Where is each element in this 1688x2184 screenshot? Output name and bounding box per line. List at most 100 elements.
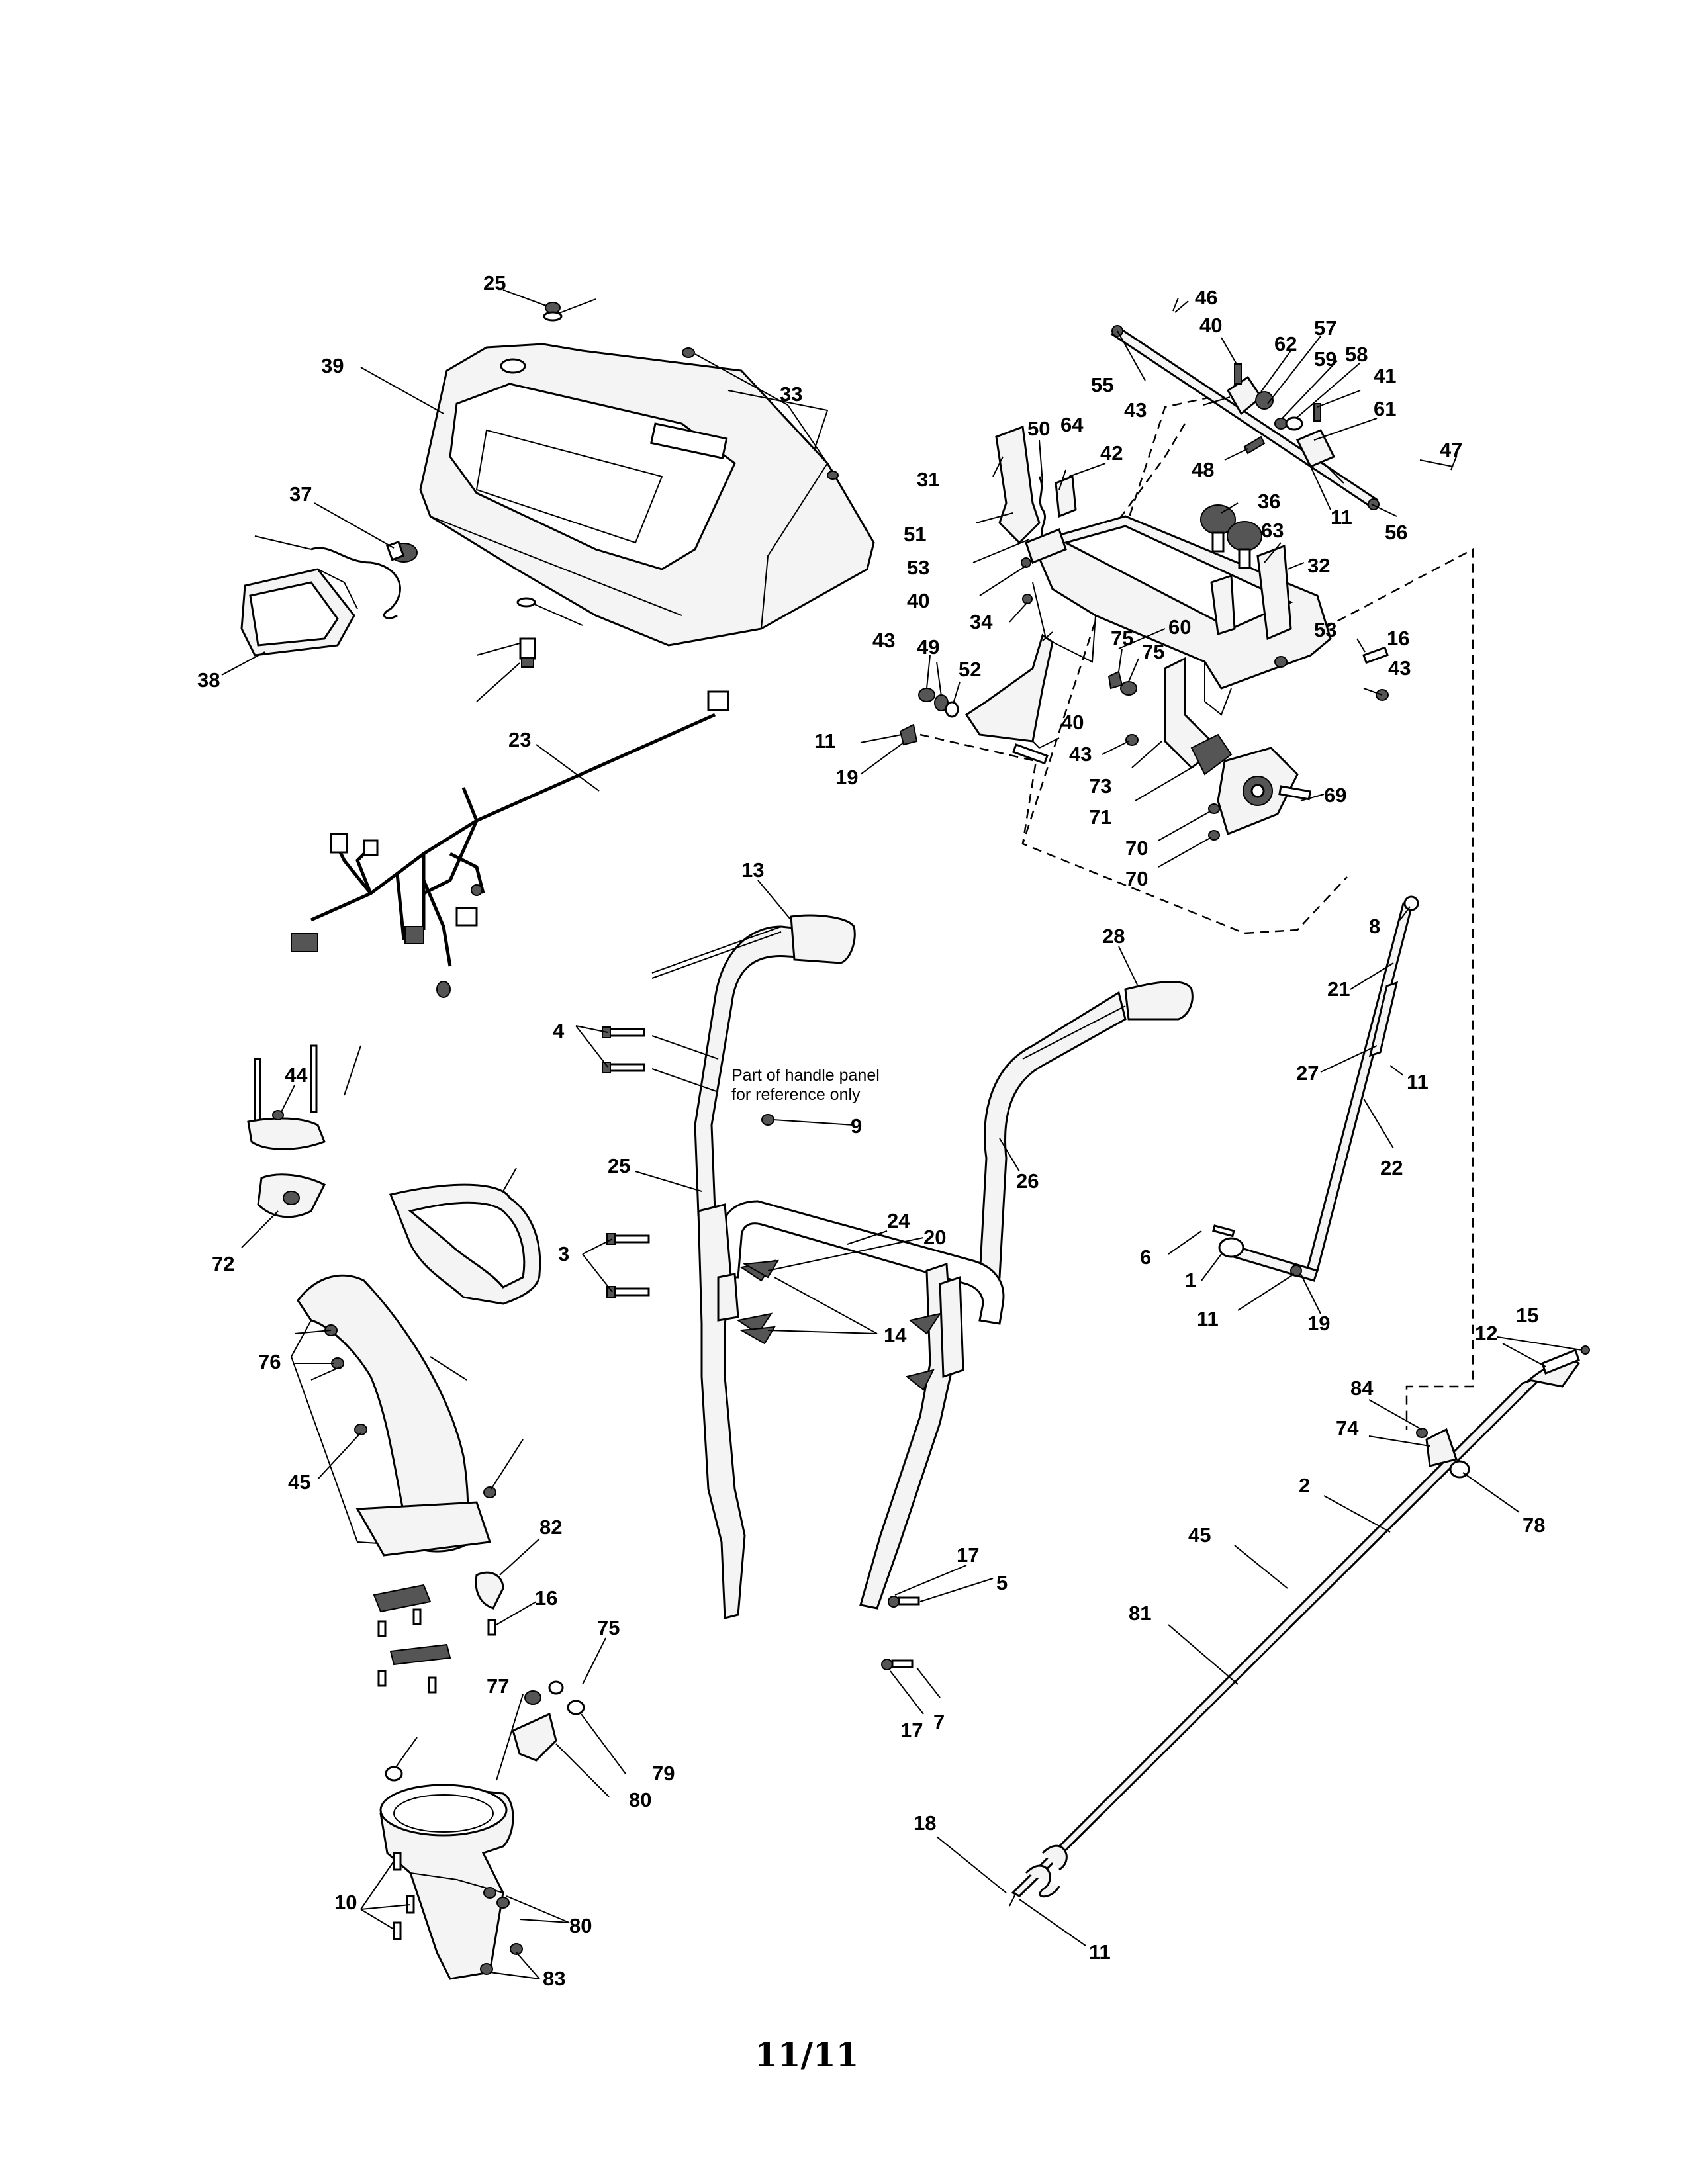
callout-1: 1 <box>1185 1269 1196 1292</box>
callout-24: 24 <box>887 1209 910 1232</box>
callout-56: 60 <box>1168 615 1191 639</box>
callout-64: 72 <box>212 1252 234 1275</box>
callout-45: 47 <box>1440 438 1462 461</box>
callout-55: 59 <box>1314 347 1336 371</box>
chute-base-part-69 <box>379 1680 585 1980</box>
callout-16: 16 <box>1387 627 1409 650</box>
callout-72: 80 <box>569 1914 592 1937</box>
callout-66: 75 <box>597 1616 620 1639</box>
callout-46: 48 <box>1192 458 1214 481</box>
callout-70: 78 <box>1523 1514 1545 1537</box>
callout-12: 12 <box>1475 1322 1497 1345</box>
callout-37: 39 <box>321 354 344 377</box>
callout-29: 31 <box>917 468 939 491</box>
callout-20: 20 <box>923 1226 946 1249</box>
callout-10: 10 <box>334 1891 357 1914</box>
callout-53: 56 <box>1385 521 1407 544</box>
callout-40: 40 <box>1199 314 1222 337</box>
callout-54: 58 <box>1345 343 1368 366</box>
callout-61: 69 <box>1324 784 1346 807</box>
callout-40: 41 <box>1374 364 1396 387</box>
callout-71: 80 <box>629 1788 651 1811</box>
callout-17: 17 <box>900 1719 923 1742</box>
callout-labels: 25 39 33 37 38 23 46 40 62 57 59 58 41 6… <box>197 271 1545 1990</box>
callout-21: 21 <box>1327 978 1350 1001</box>
callout-63: 70 <box>1125 837 1148 860</box>
callout-6: 6 <box>1140 1246 1151 1269</box>
callout-30: 32 <box>1307 554 1330 577</box>
shift-bracket-part-56 <box>899 633 1054 765</box>
callout-60: 64 <box>1060 413 1084 436</box>
callout-45: 46 <box>1195 286 1217 309</box>
handle-bolts-3-4 <box>602 1026 779 1345</box>
callout-34: 36 <box>1258 490 1280 513</box>
wiring-harness-part-23 <box>291 690 729 998</box>
callout-58: 62 <box>1274 332 1297 355</box>
leader-lines <box>221 289 1583 1979</box>
callout-68: 76 <box>258 1350 281 1373</box>
callout-33: 25 <box>483 271 506 295</box>
knobs-part-34 <box>1200 504 1262 569</box>
callout-64: 71 <box>1089 805 1111 829</box>
callout-40: 42 <box>1100 441 1123 465</box>
handle-bolts-5-7-17 <box>881 1596 920 1670</box>
index-plate-parts-64-65 <box>1107 657 1312 841</box>
callout-39: 40 <box>1061 711 1084 734</box>
callout-7: 7 <box>933 1710 945 1733</box>
callout-27: 27 <box>1296 1062 1319 1085</box>
callout-18: 18 <box>914 1811 936 1835</box>
callout-32: 34 <box>970 610 993 633</box>
callout-9: 9 <box>851 1115 862 1138</box>
callout-31: 33 <box>780 383 802 406</box>
callout-8: 8 <box>1369 915 1380 938</box>
callout-25: 25 <box>608 1154 630 1177</box>
chute-deflector-part-77 <box>389 1183 541 1305</box>
small-hardware-hood <box>516 302 839 668</box>
chute-part-76 <box>290 1274 496 1557</box>
callout-36: 38 <box>197 668 220 692</box>
callout-73: 81 <box>1129 1602 1151 1625</box>
upper-handle-right-part-26 <box>978 981 1194 1279</box>
callout-16: 16 <box>535 1586 557 1610</box>
callout-11: 11 <box>1197 1307 1219 1330</box>
callout-3: 3 <box>558 1242 569 1265</box>
callout-5: 5 <box>996 1571 1008 1594</box>
callout-74: 82 <box>539 1516 562 1539</box>
control-rod-part-53 <box>1110 297 1457 510</box>
callout-23: 23 <box>508 728 531 751</box>
callout-68: 75 <box>1111 627 1133 650</box>
callout-57: 61 <box>1374 397 1396 420</box>
callout-52: 53 <box>907 556 929 579</box>
callout-54: 57 <box>1314 316 1336 340</box>
callout-15: 15 <box>1516 1304 1538 1327</box>
headlight-part-36 <box>240 568 358 657</box>
callout-14: 14 <box>884 1324 907 1347</box>
callout-43: 45 <box>288 1471 310 1494</box>
shift-lever-part-29 <box>995 425 1077 604</box>
callout-38: 40 <box>907 589 929 612</box>
auger-rod-part-73 <box>1009 1345 1590 1907</box>
dash-panel-part-37 <box>419 343 875 647</box>
chute-keepers-part-74 <box>373 1571 504 1694</box>
callout-69: 77 <box>487 1674 509 1698</box>
callout-75: 83 <box>543 1967 565 1990</box>
reference-dashed-lines <box>919 396 1474 1430</box>
callout-4: 4 <box>553 1019 565 1042</box>
callout-17: 17 <box>957 1543 979 1567</box>
callout-42: 43 <box>872 629 895 652</box>
console-bracket-part-30 <box>1031 515 1332 716</box>
callout-2: 2 <box>1299 1474 1310 1497</box>
callout-66: 74 <box>1336 1416 1359 1439</box>
callout-50: 52 <box>959 658 981 681</box>
callout-53: 55 <box>1091 373 1113 396</box>
callout-11: 11 <box>1407 1070 1429 1093</box>
chute-hardware-78-64 <box>247 1044 326 1218</box>
callout-43: 44 <box>285 1064 308 1087</box>
callout-75: 84 <box>1350 1377 1374 1400</box>
callout-11: 11 <box>814 729 836 752</box>
chute-crank-part-22 <box>1212 895 1419 1282</box>
callout-13: 13 <box>741 858 764 882</box>
callout-41: 43 <box>1124 398 1147 422</box>
note-line-1: Part of handle panel <box>731 1066 880 1085</box>
